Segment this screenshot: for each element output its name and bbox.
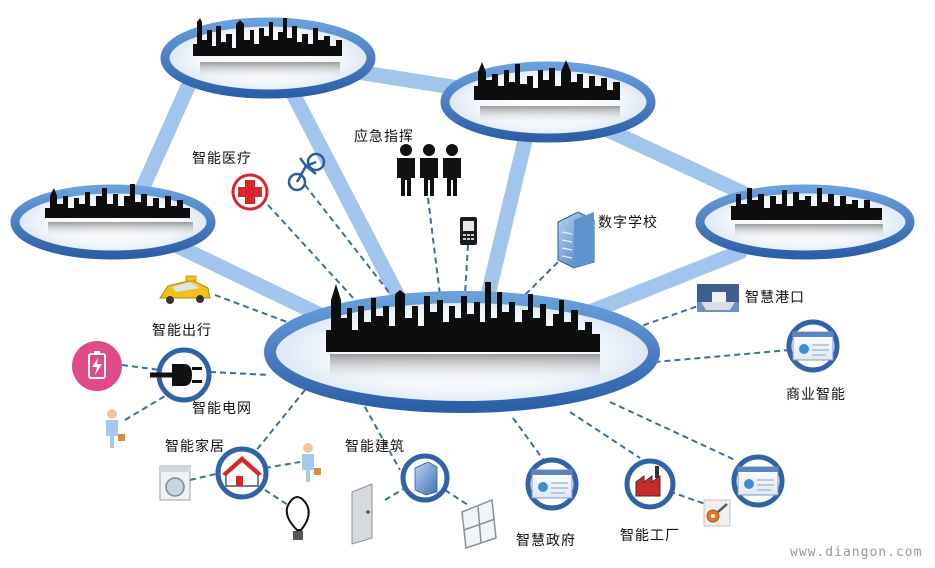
gear-icon xyxy=(703,499,731,527)
people-icon xyxy=(397,144,461,196)
light-bulb-icon xyxy=(285,496,310,540)
city-node-right xyxy=(695,184,915,260)
label-smart-grid: 智能电网 xyxy=(192,401,252,417)
window-icon xyxy=(461,498,497,550)
home-icon xyxy=(215,446,269,500)
label-smart-factory: 智能工厂 xyxy=(620,528,680,544)
door-icon xyxy=(351,483,373,545)
city-node-left xyxy=(10,184,216,260)
label-smart-travel: 智能出行 xyxy=(152,323,212,339)
medical-cross-icon xyxy=(231,173,269,211)
dashed-links xyxy=(121,184,791,506)
business-screen-icon xyxy=(786,319,840,373)
label-business-intelligence: 商业智能 xyxy=(786,387,846,403)
screen-icon xyxy=(731,454,785,508)
label-digital-school: 数字学校 xyxy=(598,215,658,231)
watermark: www.diangon.com xyxy=(790,545,923,560)
building-icon xyxy=(400,453,450,503)
person-icon xyxy=(106,409,125,448)
power-plug-icon xyxy=(150,347,212,403)
school-building-icon xyxy=(557,211,595,269)
city-node-central xyxy=(264,282,660,413)
label-smart-government: 智慧政府 xyxy=(516,533,576,549)
person-icon xyxy=(302,443,321,482)
city-node-top-middle xyxy=(440,60,656,143)
taxi-icon xyxy=(159,275,211,304)
bicycle-icon xyxy=(287,152,326,192)
factory-icon xyxy=(624,458,676,510)
washing-machine-icon xyxy=(159,465,191,501)
city-node-top-left xyxy=(160,17,376,99)
government-screen-icon xyxy=(525,457,579,511)
label-smart-medical: 智能医疗 xyxy=(192,151,252,167)
battery-icon xyxy=(72,341,122,391)
label-smart-port: 智慧港口 xyxy=(745,290,805,306)
label-emergency-command: 应急指挥 xyxy=(354,129,414,145)
mobile-phone-icon xyxy=(460,217,477,245)
label-smart-home: 智能家居 xyxy=(165,439,225,455)
label-smart-building: 智能建筑 xyxy=(345,439,405,455)
ship-icon xyxy=(697,284,739,312)
